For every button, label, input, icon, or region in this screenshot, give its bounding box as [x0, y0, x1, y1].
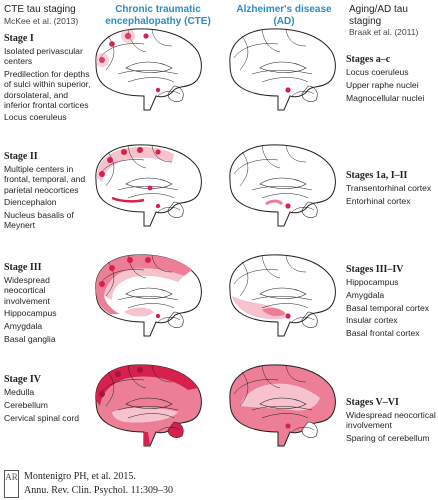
- cte-stage-2-item: Nucleus basalis of Meynert: [4, 210, 74, 231]
- cte-stage-2-brain: [88, 140, 206, 230]
- ad-stage-3-item: Basal frontal cortex: [346, 328, 420, 339]
- cte-stage-1-item: Isolated perivascular centers: [4, 46, 83, 67]
- ad-stage-4-item: Widespread neocortical involvement: [346, 410, 436, 431]
- cte-stage-3-item: Basal ganglia: [4, 333, 56, 344]
- cte-stage-1-label: Stage I: [4, 33, 34, 44]
- ad-staging-header: Aging/AD tau staging Braak et al. (2011): [349, 4, 438, 39]
- cte-stage-4-item: Cerebellum: [4, 399, 48, 410]
- brain-diagram: [95, 254, 202, 337]
- ad-stage-4-text: Stages V–VI Widespread neocortical invol…: [346, 397, 436, 446]
- cte-stage-4-text: Stage IV Medulla Cerebellum Cervical spi…: [4, 374, 92, 425]
- ad-stage-1-item: Magnocellular nuclei: [346, 92, 425, 103]
- ad-staging-title: Aging/AD tau staging: [349, 4, 408, 27]
- cte-stage-3-label: Stage III: [4, 262, 42, 273]
- cte-stage-3-text: Stage III Widespread neocortical involve…: [4, 262, 92, 346]
- ad-stage-3-item: Insular cortex: [346, 315, 398, 326]
- cte-staging-reference: McKee et al. (2013): [4, 15, 79, 26]
- ad-stage-2-label: Stages 1a, I–II: [346, 170, 408, 181]
- cte-stage-2-item: Diencephalon: [4, 197, 57, 208]
- cte-stage-4-brain: [88, 360, 206, 450]
- cte-stage-1-text: Stage I Isolated perivascular centers Pr…: [4, 33, 92, 125]
- ad-stage-1-text: Stages a–c Locus coeruleus Upper raphe n…: [346, 54, 436, 105]
- cte-staging-header: CTE tau staging McKee et al. (2013): [4, 4, 78, 27]
- cte-staging-title: CTE tau staging: [4, 4, 76, 15]
- ad-staging-reference: Braak et al. (2011): [349, 27, 419, 37]
- ad-stage-2-brain: [222, 140, 340, 230]
- ad-stage-3-item: Amygdala: [346, 289, 385, 300]
- cte-stage-1-item: Predilection for depths of sulci within …: [4, 69, 91, 110]
- ad-stage-1-item: Locus coeruleus: [346, 67, 409, 78]
- ad-stage-2-item: Transentorhinal cortex: [346, 183, 432, 194]
- annual-reviews-logo: AR: [4, 470, 19, 498]
- ad-stage-4-label: Stages V–VI: [346, 397, 399, 408]
- citation-line-1: Montenigro PH, et al. 2015.: [24, 471, 136, 482]
- cte-stage-4-item: Cervical spinal cord: [4, 412, 79, 423]
- brain-diagram: [95, 364, 202, 447]
- brain-diagram: [229, 144, 336, 227]
- cte-stage-4-item: Medulla: [4, 387, 35, 398]
- ad-stage-3-brain: [222, 250, 340, 340]
- cte-stage-2-text: Stage II Multiple centers in frontal, te…: [4, 151, 92, 233]
- ad-stage-2-item: Entorhinal cortex: [346, 195, 411, 206]
- brain-diagram: [229, 254, 336, 337]
- cte-column-title: Chronic traumatic encephalopathy (CTE): [105, 4, 211, 27]
- cte-stage-4-label: Stage IV: [4, 374, 41, 385]
- ad-stage-1-item: Upper raphe nuclei: [346, 79, 419, 90]
- ad-stage-3-text: Stages III–IV Hippocampus Amygdala Basal…: [346, 264, 436, 341]
- cte-stage-3-item: Hippocampus: [4, 308, 57, 319]
- cte-stage-2-label: Stage II: [4, 151, 38, 162]
- cte-stage-2-item: Multiple centers in frontal, temporal, a…: [4, 164, 86, 195]
- brain-diagram: [95, 144, 202, 227]
- ad-stage-4-item: Sparing of cerebellum: [346, 433, 430, 444]
- ad-stage-3-item: Hippocampus: [346, 277, 399, 288]
- cte-stage-3-item: Widespread neocortical involvement: [4, 275, 50, 306]
- cte-stage-3-brain: [88, 250, 206, 340]
- citation-text: Montenigro PH, et al. 2015. Annu. Rev. C…: [24, 470, 173, 498]
- ad-column-title: Alzheimer's disease (AD): [236, 4, 332, 27]
- brain-diagram: [95, 28, 202, 111]
- cte-stage-3-item: Amygdala: [4, 321, 43, 332]
- citation-footer: AR Montenigro PH, et al. 2015. Annu. Rev…: [4, 470, 173, 498]
- ad-stage-3-item: Basal temporal cortex: [346, 302, 430, 313]
- ad-stage-4-brain: [222, 360, 340, 450]
- brain-diagram: [229, 364, 336, 447]
- citation-line-2: Annu. Rev. Clin. Psychol. 11:309–30: [24, 485, 173, 496]
- ad-stage-2-text: Stages 1a, I–II Transentorhinal cortex E…: [346, 170, 436, 209]
- ad-stage-3-label: Stages III–IV: [346, 264, 404, 275]
- ad-stage-1-label: Stages a–c: [346, 54, 391, 65]
- ad-stage-1-brain: [222, 24, 340, 114]
- brain-diagram: [229, 28, 336, 111]
- cte-stage-1-brain: [88, 24, 206, 114]
- cte-stage-1-item: Locus coeruleus: [4, 112, 67, 123]
